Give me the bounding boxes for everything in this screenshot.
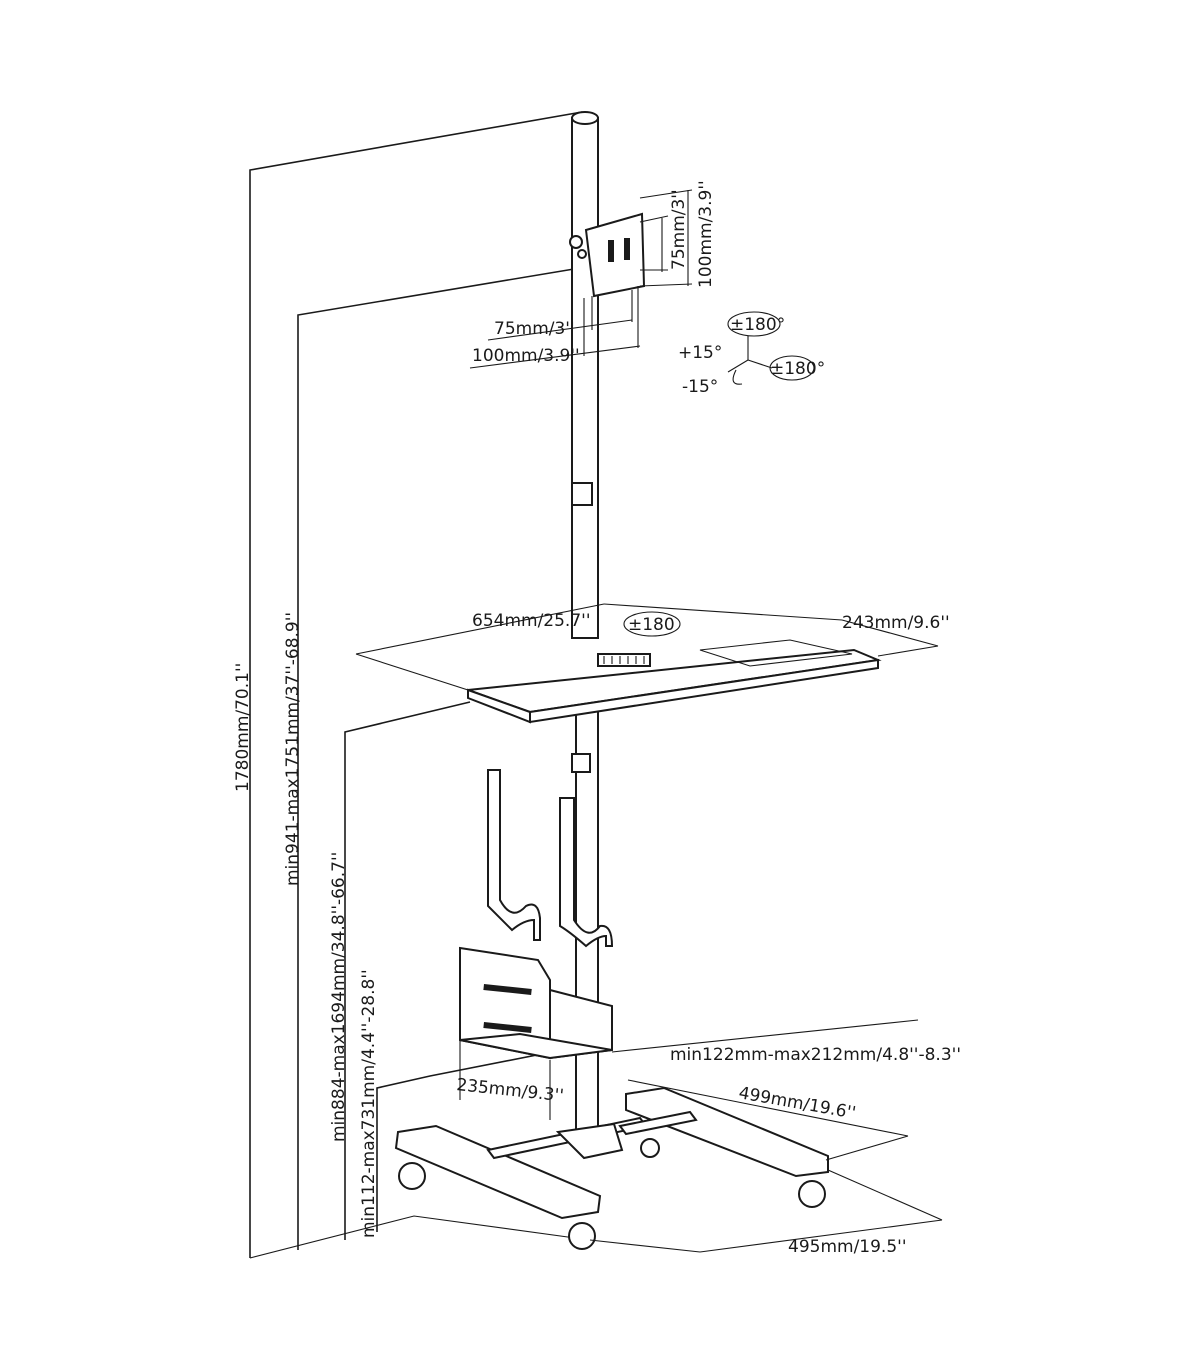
- caster-front-right: [568, 1222, 596, 1250]
- vesa-horizontal-dims: 75mm/3'' 100mm/3.9'': [469, 286, 641, 369]
- rotate-label: ±180°: [770, 359, 825, 379]
- vesa-vertical-dims: 75mm/3'' 100mm/3.9'': [639, 180, 716, 288]
- height-labels: 1780mm/70.1'' min941-max1751mm/37''-68.9…: [233, 612, 379, 1238]
- base-width-label: 495mm/19.5'': [788, 1237, 907, 1257]
- caster-back-left: [640, 1138, 660, 1158]
- tray-top: [467, 648, 882, 714]
- cable-clip-lower: [571, 753, 591, 773]
- vesa-slot-left: [608, 240, 614, 262]
- vesa-slot-right: [624, 238, 630, 260]
- cart-base: [394, 1086, 829, 1250]
- cpu-width-label: min122mm-max212mm/4.8''-8.3'': [670, 1045, 961, 1065]
- cpu-bottom-plate: [459, 1032, 613, 1060]
- total-height-label: 1780mm/70.1'': [233, 663, 253, 792]
- caster-front-left: [398, 1162, 426, 1190]
- pole-cap: [571, 111, 599, 125]
- pivot-bolt: [577, 249, 587, 259]
- cpu-slot-upper: [483, 984, 532, 995]
- vesa-v-75-label: 75mm/3'': [669, 189, 689, 270]
- cpu-slot-lower: [483, 1022, 532, 1033]
- tilt-up-label: +15°: [678, 343, 722, 363]
- base-hub: [555, 1122, 624, 1160]
- height-reference-lines: [249, 111, 583, 1259]
- rotation-indicator: ±180° ±180° +15° -15°: [678, 311, 825, 397]
- base-front-leg: [394, 1124, 602, 1220]
- tray-height-line: [344, 701, 471, 1240]
- tray-mouse-area: [699, 639, 853, 667]
- tilt-down-label: -15°: [682, 377, 718, 397]
- cpu-strap-right: [559, 797, 614, 948]
- swivel-label: ±180°: [730, 315, 785, 335]
- total-height-line: [249, 111, 583, 1258]
- tilt-arrow-icon: [732, 369, 743, 385]
- rotate-arrow-icon: [769, 355, 815, 381]
- base-depth-label: 499mm/19.6'': [737, 1083, 857, 1123]
- cable-clip-upper: [571, 482, 593, 506]
- swivel-arrow-icon: [727, 311, 781, 337]
- base-crossbar-right: [618, 1110, 698, 1136]
- caster-back-right: [798, 1180, 826, 1208]
- tray-height-label: min884-max1694mm/34.8''-66.7'': [329, 852, 349, 1142]
- cpu-depth-label: 235mm/9.3'': [455, 1075, 564, 1106]
- tray-clamp: [597, 653, 651, 667]
- tray-rotation-label: ±180: [628, 615, 675, 635]
- keyboard-tray: 654mm/25.7'' 243mm/9.6'' ±180: [355, 603, 950, 724]
- tilt-knob: [569, 235, 583, 249]
- cpu-holder: [459, 769, 614, 1060]
- cpu-strap-left: [487, 769, 541, 941]
- vesa-v-100-label: 100mm/3.9'': [696, 180, 716, 288]
- vesa-h-100-label: 100mm/3.9'': [472, 346, 580, 366]
- tray-rotation-arrow-icon: [623, 611, 681, 637]
- tray-side-edge: [529, 658, 879, 724]
- monitor-height-label: min941-max1751mm/37''-68.9'': [283, 612, 303, 886]
- vesa-plate: [569, 212, 646, 298]
- base-back-leg: [625, 1086, 829, 1178]
- tray-width-label: 654mm/25.7'': [472, 611, 591, 631]
- floor-line: [249, 1215, 576, 1259]
- tray-depth-label: 243mm/9.6'': [842, 613, 950, 633]
- upper-pole: [571, 117, 599, 639]
- monitor-height-line: [297, 267, 581, 1250]
- cpu-height-line: [376, 1049, 563, 1232]
- cpu-holder-height-label: min112-max731mm/4.4''-28.8'': [359, 969, 379, 1238]
- vesa-h-75-label: 75mm/3'': [494, 319, 575, 339]
